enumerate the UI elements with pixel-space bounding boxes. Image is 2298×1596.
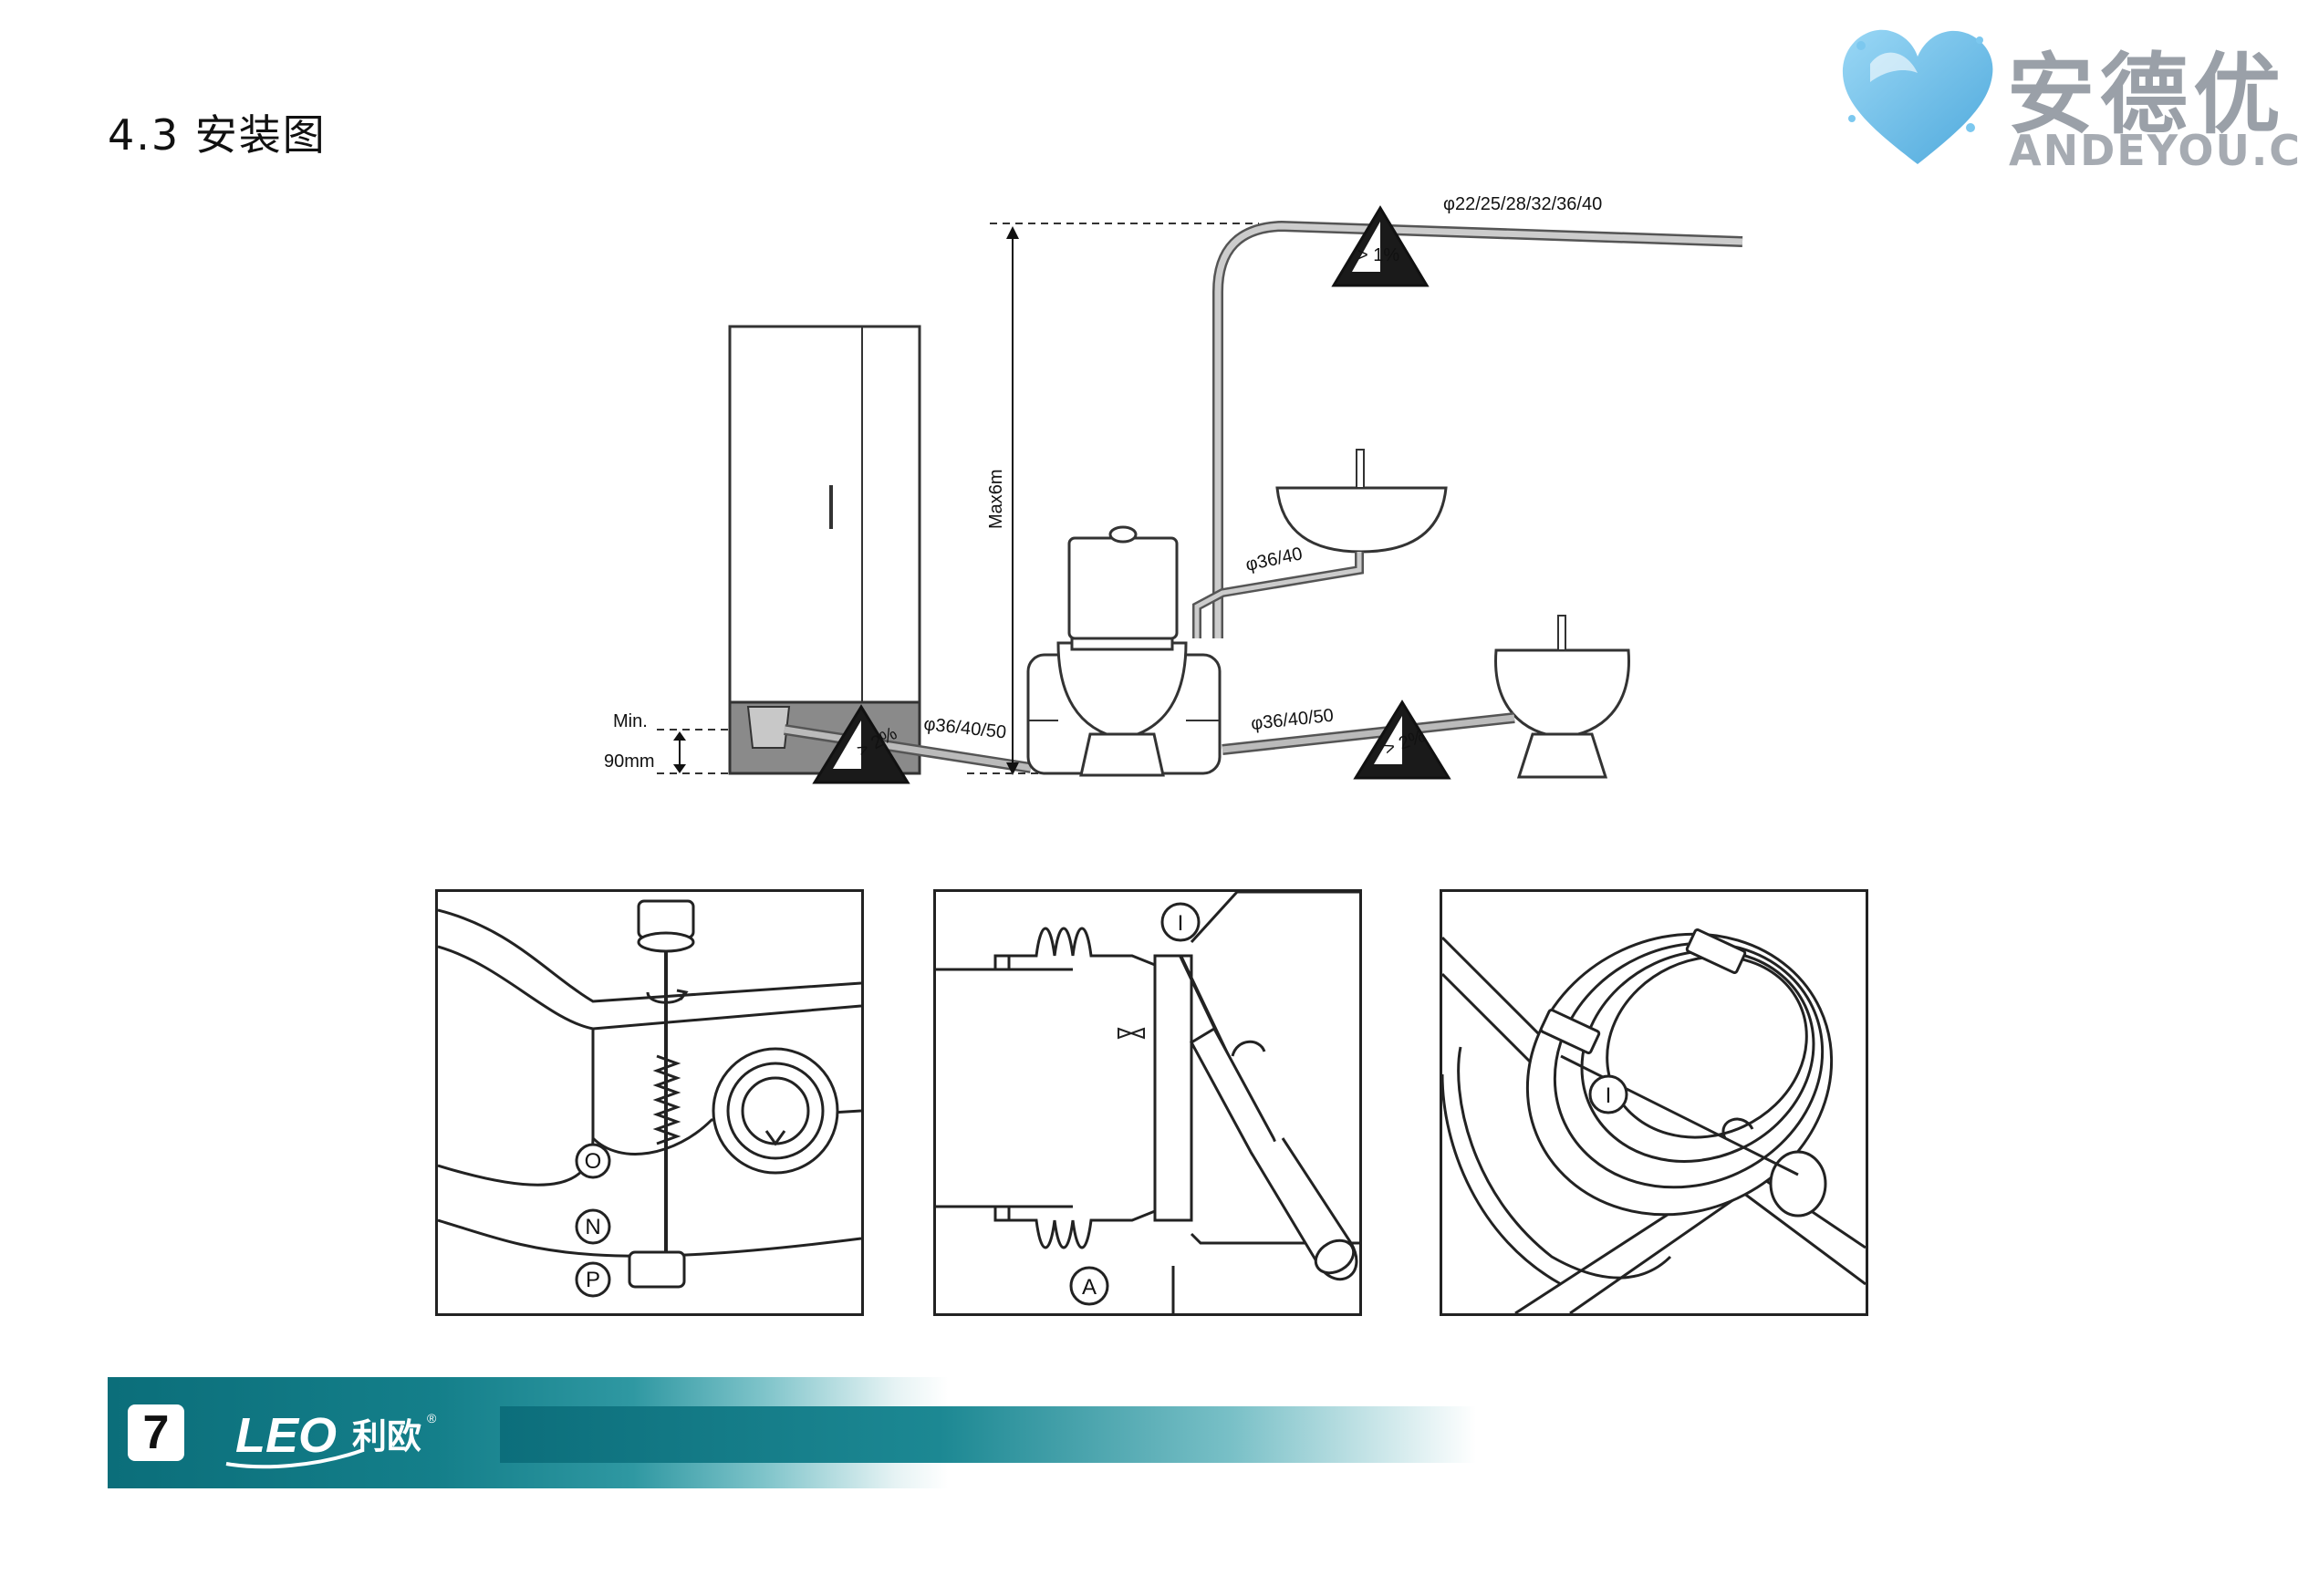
section-title: 4.3 安装图 xyxy=(108,110,327,160)
basin-pipe-label: φ36/40 xyxy=(1243,544,1304,575)
min-value: 90mm xyxy=(604,751,655,772)
top-pipe-label: φ22/25/28/32/36/40 xyxy=(1443,194,1602,214)
detail-panel-2-drawing: I A xyxy=(936,892,1359,1313)
cabinet xyxy=(728,325,921,775)
detail-panel-1-drawing: O N P xyxy=(438,899,861,1298)
detail-panel-3-drawing: I xyxy=(1442,928,1866,1313)
bidet-drain-pipe xyxy=(1222,712,1515,755)
detail-panel-2: I A xyxy=(933,889,1362,1316)
watermark-domain: ANDEYOU.CN xyxy=(2009,126,2298,175)
watermark-name: 安德优 xyxy=(2007,43,2286,146)
panel1-label-p: P xyxy=(586,1268,600,1292)
detail-panel-3: I xyxy=(1440,889,1868,1316)
bidet-pipe-label: φ36/40/50 xyxy=(1250,706,1335,734)
heart-logo-icon xyxy=(1842,29,1993,165)
min-label: Min. xyxy=(613,711,648,731)
slope-triangle-left: > 2% xyxy=(812,704,910,784)
panel3-label-i: I xyxy=(1606,1083,1612,1108)
brand-logo: LEO 利欧 ® xyxy=(225,1408,437,1469)
footer-bar: 7 LEO 利欧 ® xyxy=(108,1377,1476,1488)
slope-top-label: > 1% xyxy=(1357,245,1399,265)
discharge-pipe xyxy=(1212,220,1743,638)
page-number: 7 xyxy=(128,1404,184,1461)
panel2-label-i: I xyxy=(1178,911,1184,936)
toilet-with-macerator xyxy=(1026,525,1222,777)
slope-triangle-right: > 2% xyxy=(1353,700,1451,780)
panel2-label-a: A xyxy=(1082,1275,1097,1300)
min-height-dimension: Min. 90mm xyxy=(604,711,730,774)
detail-panel-1: O N P xyxy=(435,889,864,1316)
toilet-pipe-label: φ36/40/50 xyxy=(922,714,1007,742)
installation-diagram: Min. 90mm > 2% φ36/40/50 Max6m φ22/2 xyxy=(604,194,1743,784)
footer-stripe xyxy=(500,1406,1476,1463)
brand-registered: ® xyxy=(427,1411,437,1425)
cabinet-drain-pipe xyxy=(784,724,1032,773)
watermark-logo: 安德优 ANDEYOU.CN xyxy=(1834,18,2298,178)
height-label: Max6m xyxy=(986,469,1006,529)
max-height-dimension: Max6m xyxy=(967,223,1259,775)
brand-cn: 利欧 xyxy=(352,1418,421,1456)
brand-latin: LEO xyxy=(235,1408,337,1463)
washbasin xyxy=(1192,449,1448,638)
panel1-label-o: O xyxy=(585,1149,602,1174)
panel1-label-n: N xyxy=(585,1215,600,1239)
bidet xyxy=(1494,615,1630,779)
slope-triangle-top: > 1% xyxy=(1331,205,1430,287)
